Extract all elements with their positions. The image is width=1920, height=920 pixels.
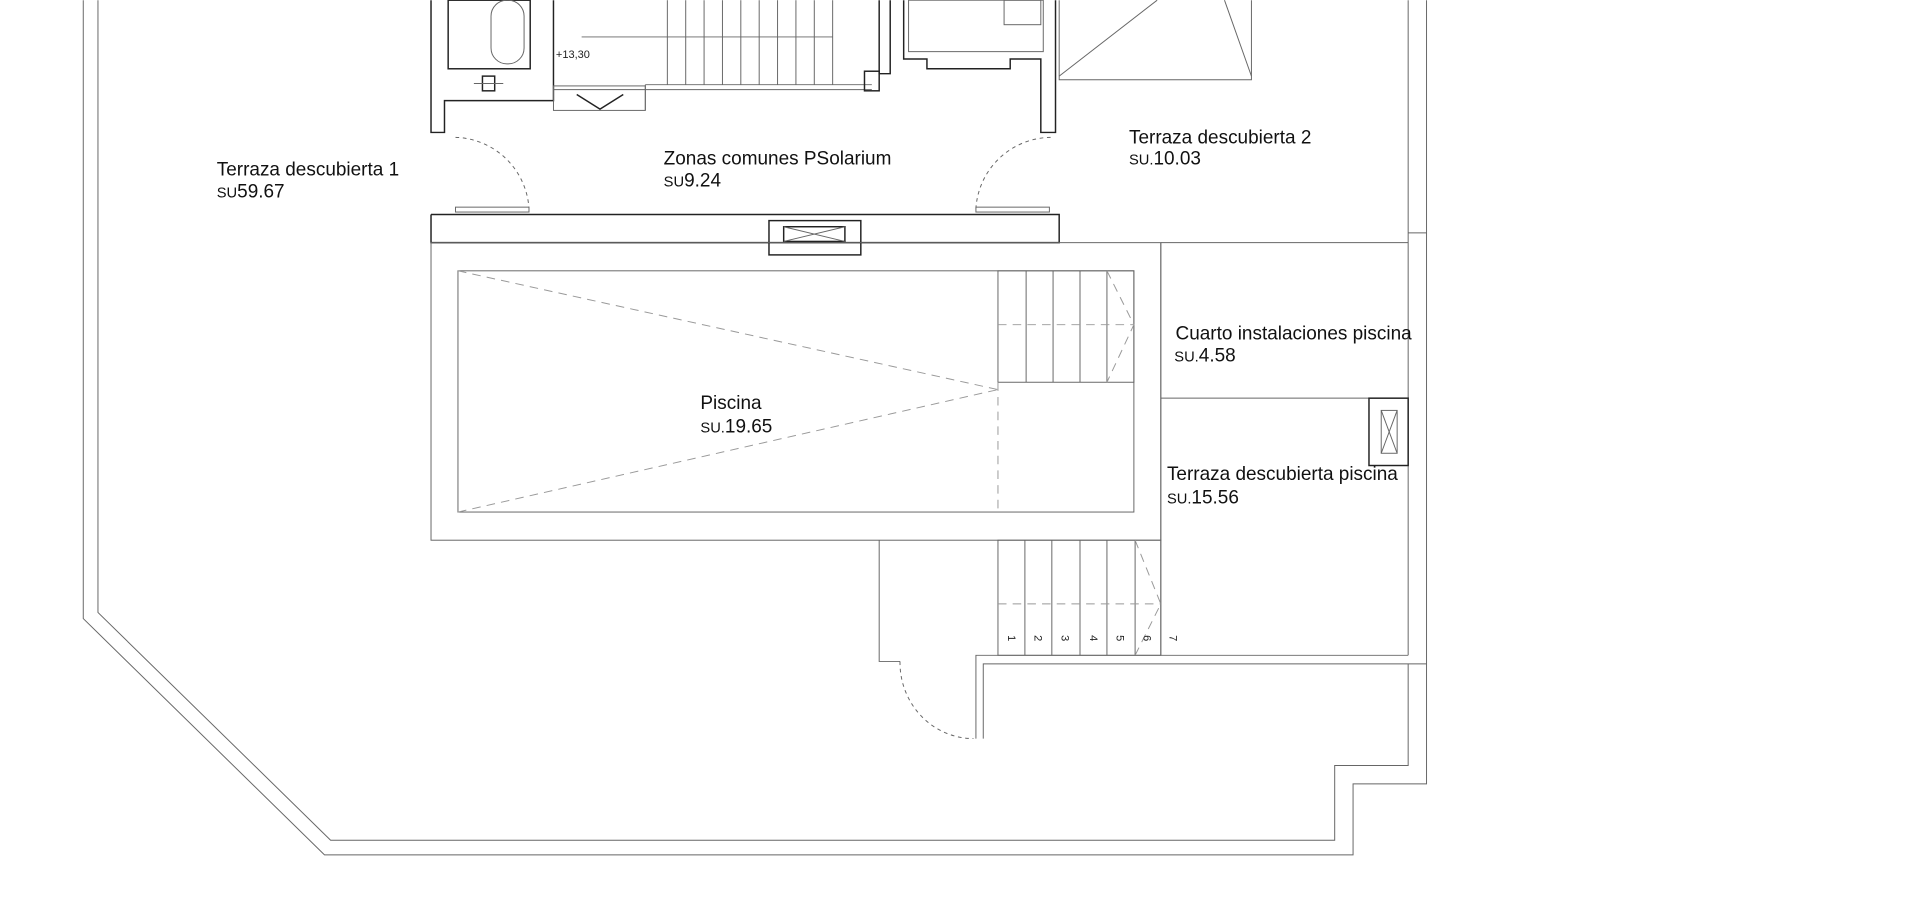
svg-text:Terraza descubierta piscina: Terraza descubierta piscina <box>1167 464 1398 485</box>
room-label-terraza-1: Terraza descubierta 1 SU59.67 <box>217 159 399 202</box>
svg-text:SU9.24: SU9.24 <box>664 170 721 191</box>
stair-direction-arrow <box>576 93 624 111</box>
step-number: 5 <box>1114 635 1126 641</box>
room-label-cuarto-instalaciones: Cuarto instalaciones piscina SU.4.58 <box>1174 323 1412 366</box>
level-mark: +13,30 <box>556 49 590 61</box>
svg-text:Terraza descubierta 2: Terraza descubierta 2 <box>1129 127 1311 148</box>
lower-stair: 1 2 3 4 5 6 7 <box>878 539 1427 740</box>
step-number: 6 <box>1141 635 1153 641</box>
room-label-zonas-comunes: Zonas comunes PSolarium SU9.24 <box>664 148 892 191</box>
pool <box>430 242 1162 541</box>
svg-text:Terraza descubierta 1: Terraza descubierta 1 <box>217 159 399 180</box>
step-number: 1 <box>1005 635 1017 641</box>
svg-text:SU.15.56: SU.15.56 <box>1167 487 1239 508</box>
svg-text:SU59.67: SU59.67 <box>217 181 285 202</box>
svg-text:SU.10.03: SU.10.03 <box>1129 148 1201 169</box>
stair-step-numbers: 1 2 3 4 5 6 7 <box>1005 635 1179 641</box>
step-number: 2 <box>1032 635 1044 641</box>
svg-text:Zonas comunes PSolarium: Zonas comunes PSolarium <box>664 148 892 169</box>
svg-text:Cuarto instalaciones piscina: Cuarto instalaciones piscina <box>1176 323 1413 344</box>
room-label-terraza-2: Terraza descubierta 2 SU.10.03 <box>1129 127 1311 169</box>
room-label-terraza-piscina: Terraza descubierta piscina SU.15.56 <box>1167 464 1398 508</box>
room-label-piscina: Piscina SU.19.65 <box>700 393 772 437</box>
svg-text:SU.4.58: SU.4.58 <box>1174 345 1235 366</box>
pool-rooms <box>1160 242 1409 656</box>
step-number: 4 <box>1087 635 1099 641</box>
step-number: 7 <box>1166 635 1178 641</box>
upper-stair-treads <box>666 0 834 85</box>
outer-boundary <box>82 0 1428 856</box>
stair-core: +13,30 <box>430 0 1252 213</box>
svg-text:Piscina: Piscina <box>700 393 762 414</box>
wall-band <box>430 213 1060 256</box>
svg-text:SU.19.65: SU.19.65 <box>700 416 772 437</box>
step-number: 3 <box>1059 635 1071 641</box>
